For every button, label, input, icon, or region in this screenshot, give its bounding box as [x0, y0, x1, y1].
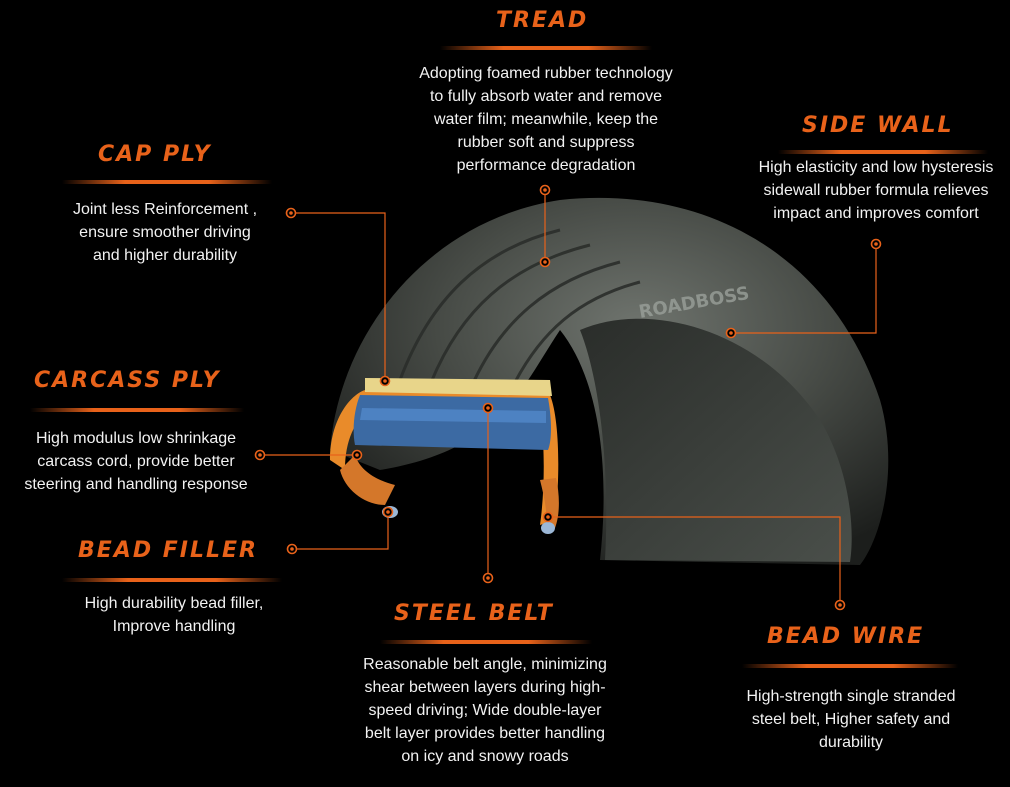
cap-ply-description: Joint less Reinforcement , ensure smooth…: [50, 198, 280, 267]
bead-filler-description: High durability bead filler, Improve han…: [56, 592, 292, 638]
description-line: High durability bead filler,: [84, 595, 264, 612]
bead-wire-description: High-strength single stranded steel belt…: [720, 685, 982, 754]
description-line: on icy and snowy roads: [401, 748, 569, 765]
description-line: belt layer provides better handling: [364, 725, 606, 742]
leader-cap-ply: [291, 212, 386, 381]
description-line: steel belt, Higher safety and: [751, 711, 951, 728]
description-line: Reasonable belt angle, minimizing: [363, 656, 607, 673]
description-line: sidewall rubber formula relieves: [763, 182, 989, 199]
carcass-ply-title: CARCASS PLY: [34, 368, 221, 393]
steel-belt-title-underline: [380, 640, 592, 644]
description-line: Improve handling: [112, 618, 236, 635]
carcass-ply-description: High modulus low shrinkage carcass cord,…: [4, 427, 268, 496]
description-line: water film; meanwhile, keep the: [433, 111, 659, 128]
bead-filler-left: [340, 455, 395, 505]
leader-side-wall: [731, 244, 877, 334]
description-line: speed driving; Wide double-layer: [368, 702, 602, 719]
steel-belt-title: STEEL BELT: [394, 601, 554, 626]
description-line: carcass cord, provide better: [37, 453, 235, 470]
side-wall-title: SIDE WALL: [802, 113, 954, 138]
leader-bead-wire: [548, 516, 841, 605]
description-line: to fully absorb water and remove: [429, 88, 663, 105]
description-line: Joint less Reinforcement ,: [72, 201, 258, 218]
description-line: ensure smoother driving: [79, 224, 251, 241]
cap-ply-title-underline: [62, 180, 272, 184]
bead-filler-right: [540, 478, 559, 528]
description-line: rubber soft and suppress: [457, 134, 635, 151]
bead-wire-right: [541, 522, 555, 534]
description-line: Adopting foamed rubber technology: [419, 65, 673, 82]
bead-wire-title: BEAD WIRE: [767, 624, 925, 649]
leader-bead-filler: [292, 512, 389, 550]
description-line: performance degradation: [456, 157, 636, 174]
description-line: impact and improves comfort: [773, 205, 979, 222]
description-line: and higher durability: [92, 247, 238, 264]
tread-description: Adopting foamed rubber technology to ful…: [386, 62, 706, 177]
description-line: High elasticity and low hysteresis: [758, 159, 994, 176]
side-wall-description: High elasticity and low hysteresis sidew…: [738, 156, 1010, 225]
description-line: High-strength single stranded: [746, 688, 956, 705]
side-wall-title-underline: [778, 150, 988, 154]
carcass-ply-title-underline: [30, 408, 244, 412]
description-line: durability: [818, 734, 884, 751]
bead-wire-title-underline: [742, 664, 958, 668]
bead-filler-title-underline: [62, 578, 282, 582]
cap-ply-title: CAP PLY: [98, 142, 212, 167]
cap-ply-layer: [365, 378, 552, 396]
description-line: shear between layers during high-: [364, 679, 606, 696]
tire-inner-wall: [580, 318, 852, 562]
tread-title-underline: [440, 46, 652, 50]
description-line: steering and handling response: [24, 476, 248, 493]
description-line: High modulus low shrinkage: [35, 430, 237, 447]
steel-belt-description: Reasonable belt angle, minimizing shear …: [330, 653, 640, 768]
bead-filler-title: BEAD FILLER: [78, 538, 258, 563]
tread-title: TREAD: [496, 8, 589, 33]
